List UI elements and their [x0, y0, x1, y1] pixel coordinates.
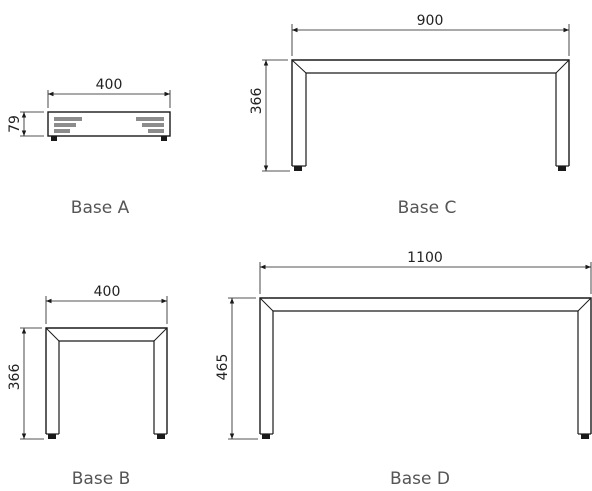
- base-b-left-foot: [48, 434, 56, 439]
- base-c-frame-inner: [305, 72, 557, 166]
- base-a-caption: Base A: [71, 198, 130, 218]
- base-b-right-foot: [157, 434, 165, 439]
- base-d-width-label: 1100: [407, 250, 443, 266]
- base-a-right-foot: [161, 136, 167, 141]
- base-c-caption: Base C: [398, 198, 457, 218]
- base-c-left-foot: [294, 166, 302, 171]
- base-b-height-label: 366: [7, 364, 23, 391]
- base-d-frame-inner: [272, 310, 579, 434]
- base-d-right-foot: [581, 434, 589, 439]
- base-c-drawing: 900 366 Base C: [249, 13, 570, 218]
- base-a-left-vents: [54, 117, 82, 133]
- base-c-height-label: 366: [249, 88, 265, 115]
- base-d-frame-outer: [259, 297, 592, 434]
- base-d-left-foot: [262, 434, 270, 439]
- base-c-frame-outer: [291, 59, 570, 166]
- base-c-width-label: 900: [417, 13, 444, 29]
- base-a-height-label: 79: [7, 115, 23, 133]
- base-b-frame-inner: [58, 340, 155, 434]
- base-b-drawing: 400 366 Base B: [7, 284, 168, 489]
- base-b-width-label: 400: [94, 284, 121, 300]
- base-c-right-foot: [558, 166, 566, 171]
- base-b-caption: Base B: [72, 469, 130, 489]
- base-a-width-label: 400: [96, 77, 123, 93]
- base-a-body: [47, 111, 171, 137]
- base-a-left-foot: [51, 136, 57, 141]
- base-d-caption: Base D: [390, 469, 450, 489]
- base-a-drawing: 400 79 Base A: [7, 77, 171, 218]
- base-d-drawing: 1100 465 Base D: [215, 250, 592, 489]
- base-d-height-label: 465: [215, 354, 231, 381]
- base-a-right-vents: [136, 117, 164, 133]
- base-b-frame-outer: [45, 327, 168, 434]
